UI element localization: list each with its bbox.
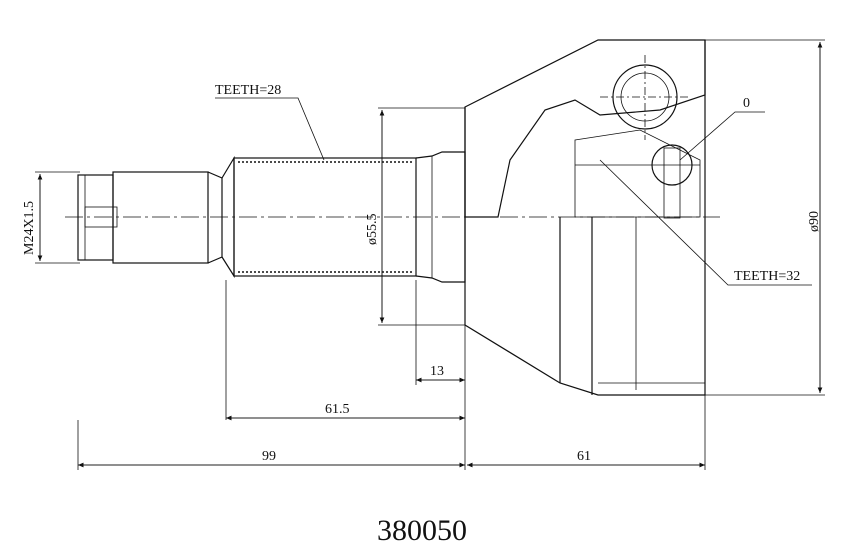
teeth-inner-label: TEETH=32 <box>734 269 800 284</box>
body-diameter-label: ø90 <box>807 211 822 232</box>
ring-label: 0 <box>743 96 750 111</box>
dim-lines <box>35 39 825 470</box>
shaft-diameter-label: ø55.5 <box>365 214 380 246</box>
teeth-outer-label: TEETH=28 <box>215 83 281 98</box>
dim-shaft-length: 61.5 <box>325 402 350 417</box>
dim-shoulder: 13 <box>430 364 444 379</box>
dim-body-length: 61 <box>577 449 591 464</box>
ball-cage <box>600 55 693 219</box>
dim-total-left: 99 <box>262 449 276 464</box>
housing <box>464 39 706 396</box>
threaded-end <box>77 155 235 279</box>
part-number: 380050 <box>377 514 467 547</box>
thread-label: M24X1.5 <box>22 201 37 255</box>
